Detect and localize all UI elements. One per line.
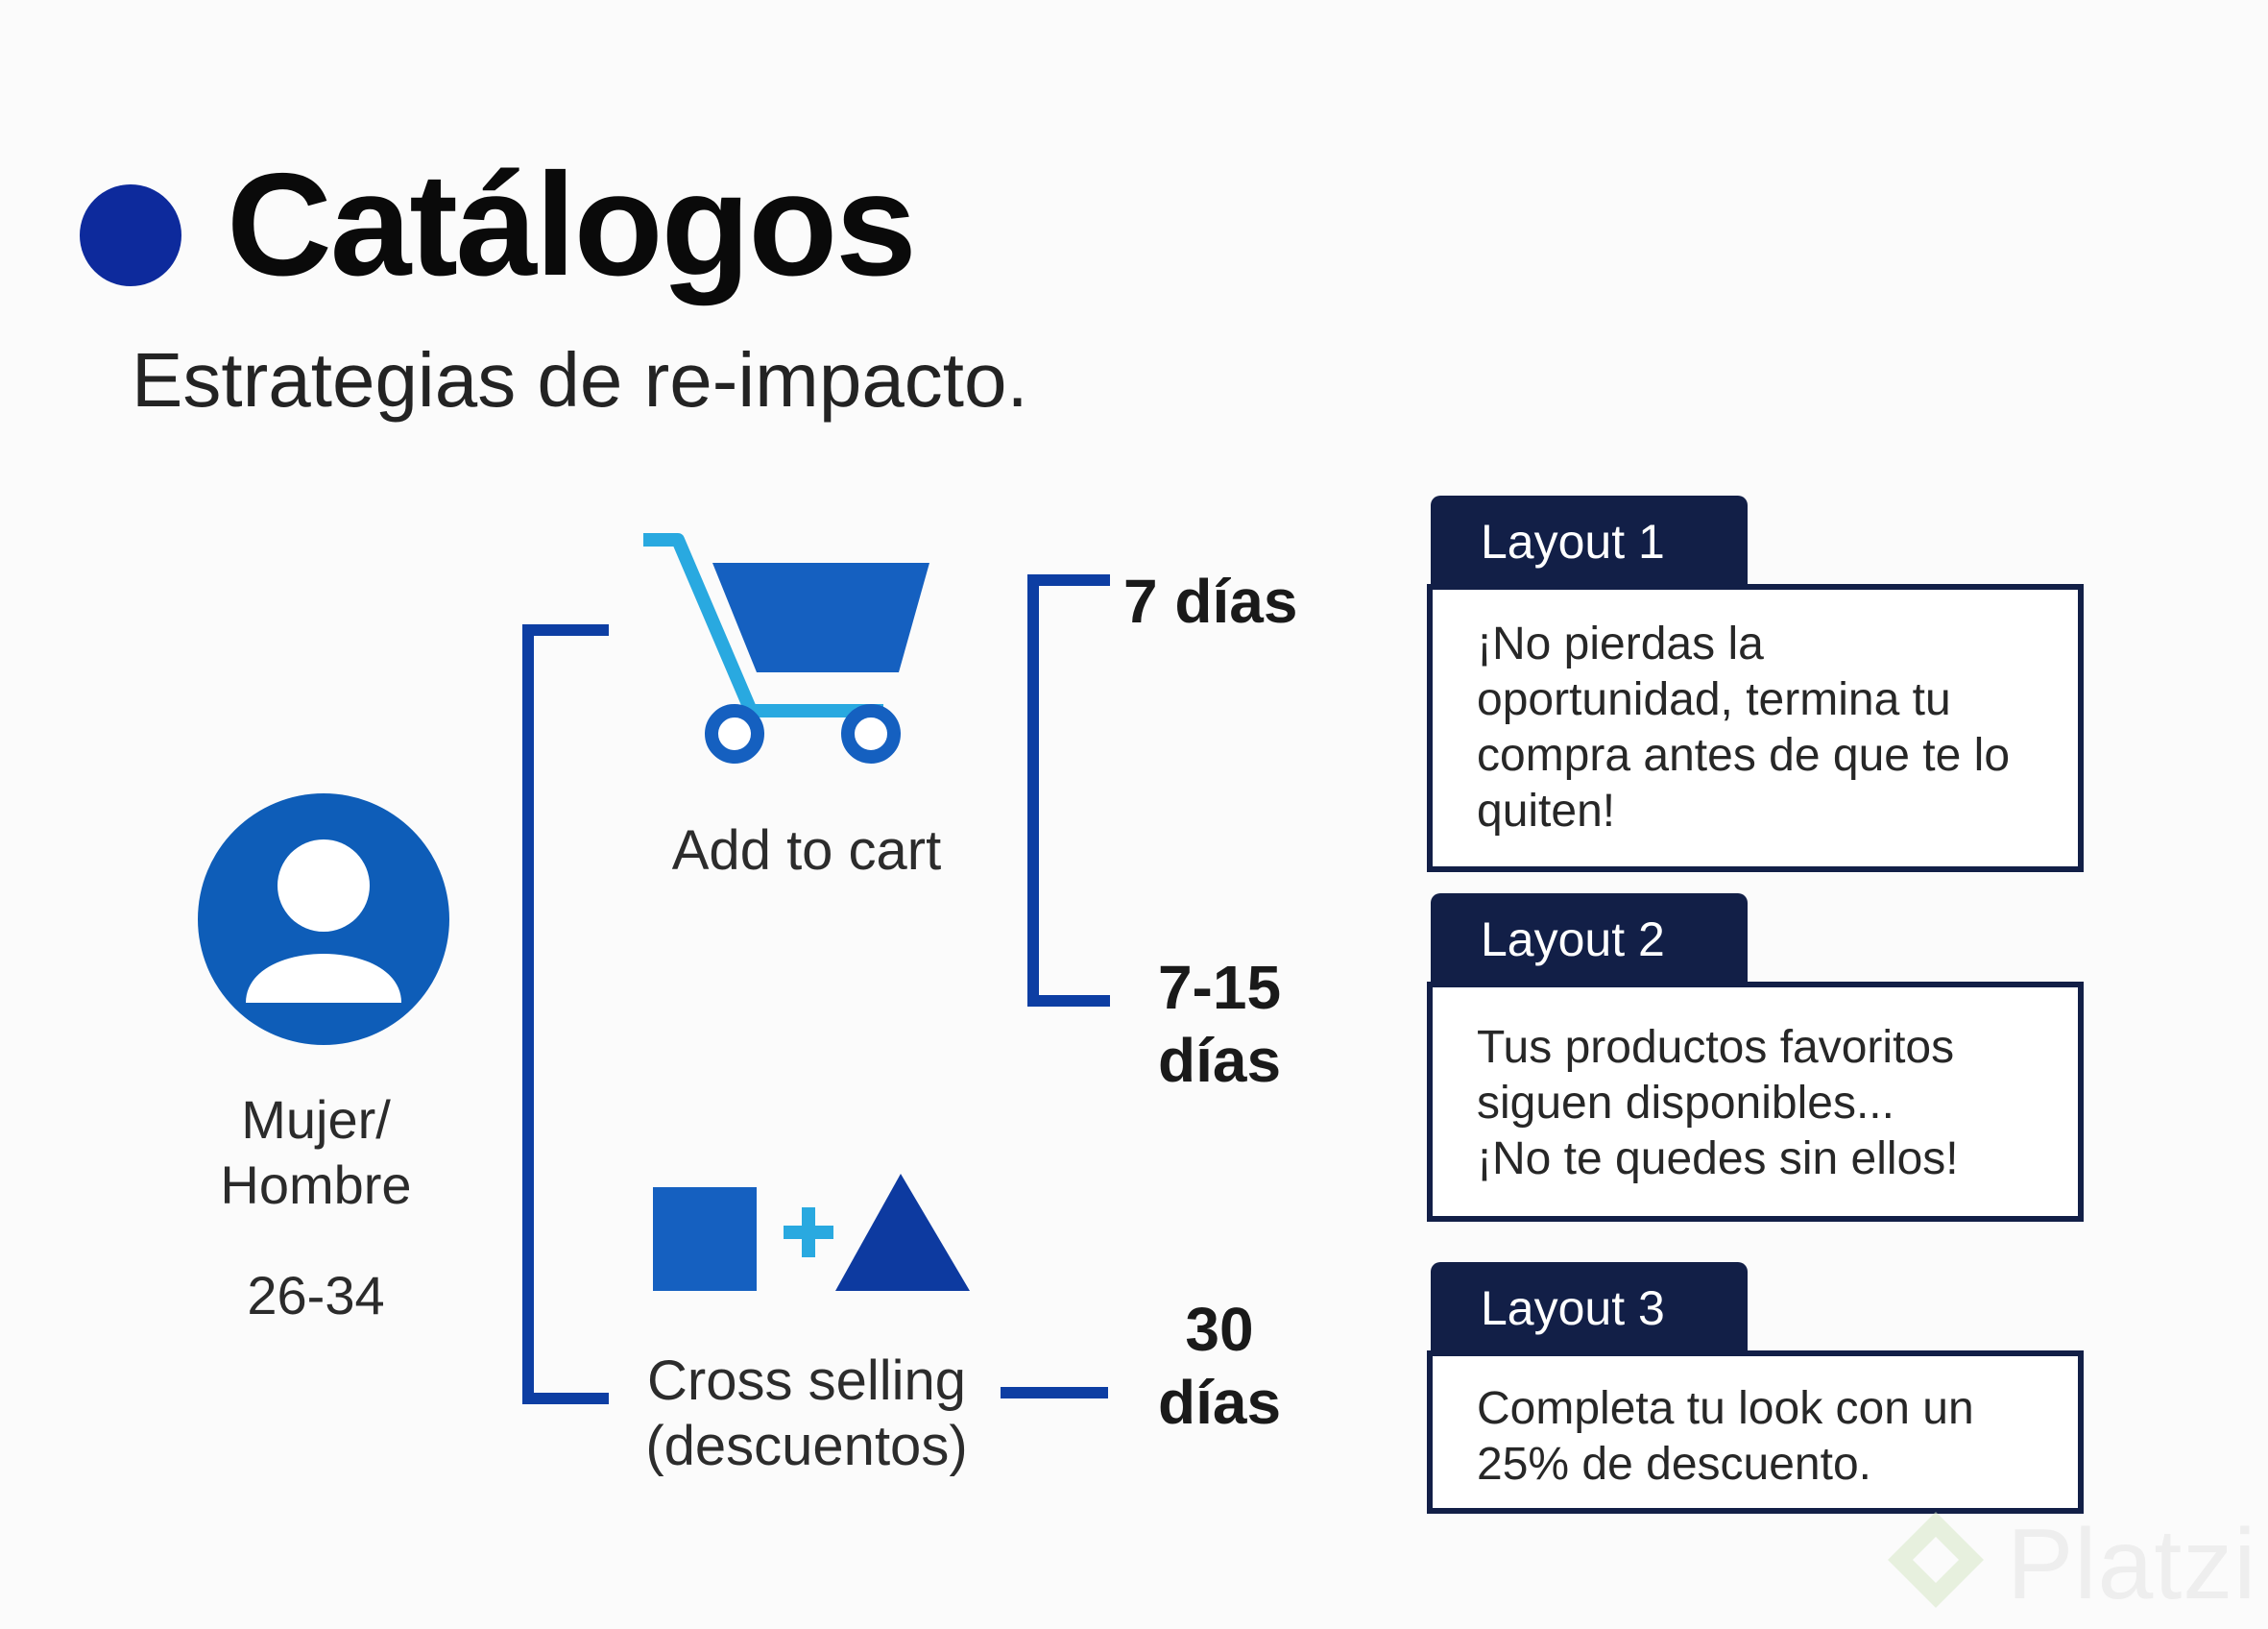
cross-selling-label: Cross selling (descuentos) bbox=[605, 1349, 1008, 1479]
shopping-cart-icon bbox=[643, 533, 929, 764]
layout-card-3: Layout 3 Completa tu look con un 25% de … bbox=[1427, 1262, 2084, 1514]
timing-bracket-top bbox=[1027, 574, 1110, 586]
timing-bracket-bottom bbox=[1027, 995, 1110, 1007]
platzi-watermark-text: Platzi bbox=[2007, 1509, 2257, 1620]
layout-card-1: Layout 1 ¡No pierdas la oportunidad, ter… bbox=[1427, 496, 2084, 872]
layout-1-line: ¡No pierdas la bbox=[1477, 619, 1764, 669]
layout-2-line: ¡No te quedes sin ellos! bbox=[1477, 1133, 1959, 1184]
layout-3-line: Completa tu look con un bbox=[1477, 1383, 1974, 1434]
layout-card-2: Layout 2 Tus productos favoritos siguen … bbox=[1427, 893, 2084, 1222]
timing-7-15-days: 7-15 días bbox=[1133, 951, 1306, 1097]
page-subtitle: Estrategias de re-impacto. bbox=[132, 337, 1028, 423]
timing-30-days-line1: 30 bbox=[1185, 1295, 1254, 1364]
page-title: Catálogos bbox=[227, 143, 917, 306]
platzi-watermark: Platzi bbox=[1876, 1504, 2260, 1629]
layout-1-line: quiten! bbox=[1477, 786, 1616, 837]
layout-3-line: 25% de descuento. bbox=[1477, 1439, 1871, 1490]
layout-1-line: oportunidad, termina tu bbox=[1477, 674, 1951, 725]
main-bracket-top bbox=[522, 624, 609, 636]
layout-3-message: Completa tu look con un 25% de descuento… bbox=[1427, 1350, 2084, 1514]
timing-7-days: 7 días bbox=[1123, 567, 1298, 636]
persona-age: 26-34 bbox=[247, 1265, 385, 1325]
cross-selling-label-line2: (descuentos) bbox=[645, 1415, 968, 1477]
persona-gender-line1: Mujer/ bbox=[241, 1089, 391, 1150]
user-avatar-icon bbox=[198, 793, 449, 1045]
square-plus-triangle-icon bbox=[653, 1174, 970, 1291]
layout-1-message: ¡No pierdas la oportunidad, termina tu c… bbox=[1427, 584, 2084, 872]
add-to-cart-label: Add to cart bbox=[671, 819, 942, 882]
timing-7-15-days-line2: días bbox=[1157, 1026, 1282, 1095]
persona-gender: Mujer/ Hombre bbox=[163, 1087, 469, 1218]
timing-30-days: 30 días bbox=[1133, 1293, 1306, 1439]
layout-2-tab: Layout 2 bbox=[1431, 893, 1748, 985]
timing-30-days-line2: días bbox=[1157, 1368, 1282, 1437]
layout-1-tab: Layout 1 bbox=[1431, 496, 1748, 588]
main-bracket-bottom bbox=[522, 1393, 609, 1404]
main-bracket-vertical bbox=[522, 624, 534, 1404]
layout-2-message: Tus productos favoritos siguen disponibl… bbox=[1427, 982, 2084, 1222]
timing-bracket-vertical bbox=[1027, 574, 1039, 1007]
platzi-logo-icon bbox=[1888, 1512, 1984, 1608]
layout-2-line: Tus productos favoritos bbox=[1477, 1022, 1955, 1073]
cross-selling-connector bbox=[1001, 1387, 1108, 1398]
title-bullet bbox=[80, 184, 181, 286]
layout-3-tab: Layout 3 bbox=[1431, 1262, 1748, 1354]
timing-7-15-days-line1: 7-15 bbox=[1157, 953, 1282, 1022]
layout-1-line: compra antes de que te lo bbox=[1477, 730, 2011, 781]
persona-gender-line2: Hombre bbox=[220, 1155, 412, 1215]
cross-selling-label-line1: Cross selling bbox=[647, 1349, 966, 1412]
layout-2-line: siguen disponibles... bbox=[1477, 1078, 1894, 1129]
